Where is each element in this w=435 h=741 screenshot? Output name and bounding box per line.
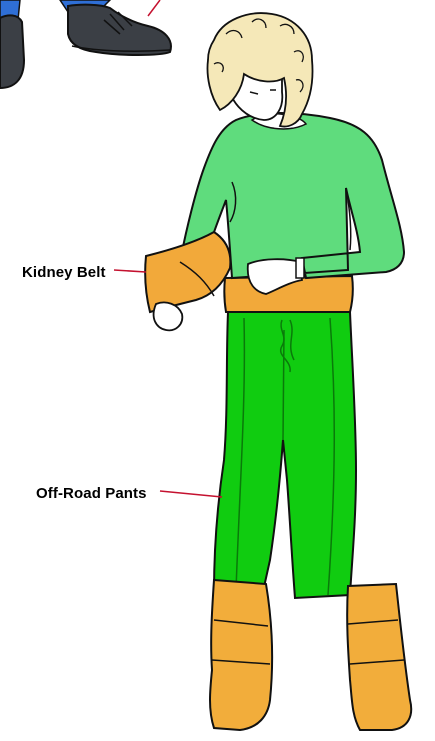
callout-kidney-belt: Kidney Belt [22, 264, 146, 281]
partial-figure-top [0, 0, 171, 88]
wristwatch [296, 258, 304, 278]
pointer-line-top [148, 0, 160, 16]
label-off-road-pants: Off-Road Pants [36, 485, 147, 502]
hand-left [154, 302, 183, 330]
boot-right [347, 584, 411, 730]
kidney-belt-flap [145, 232, 230, 312]
boot-left [210, 580, 272, 730]
partial-boot-left [0, 15, 24, 88]
callout-off-road-pants: Off-Road Pants [36, 485, 222, 502]
pants-crotch [283, 330, 284, 440]
pointer-line-kidney-belt [114, 270, 146, 272]
label-kidney-belt: Kidney Belt [22, 264, 106, 281]
pointer-line-off-road-pants [160, 491, 222, 497]
rider-figure [145, 13, 411, 730]
